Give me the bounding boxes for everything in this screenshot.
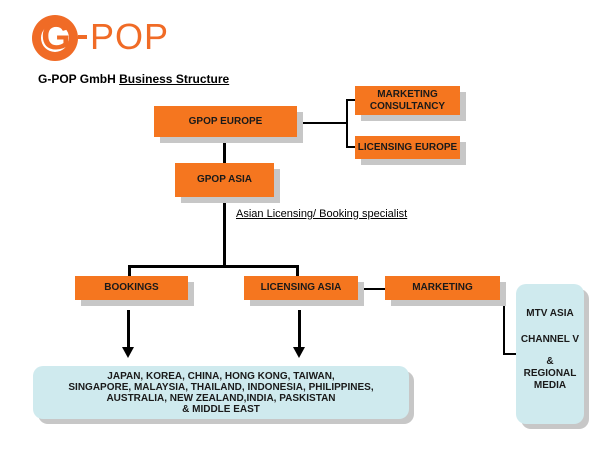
connector-europe-asia [223, 136, 226, 164]
connector-to-bookings [128, 265, 131, 277]
territories-line3: AUSTRALIA, NEW ZEALAND,INDIA, PASKISTAN [106, 393, 336, 404]
connector-marketing-right [500, 288, 505, 290]
node-licensing-europe: LICENSING EUROPE [355, 136, 460, 159]
territories-line4: & MIDDLE EAST [182, 404, 260, 415]
media-channel-v: CHANNEL V [520, 334, 580, 345]
connector-asia-trunk [223, 196, 226, 266]
logo-wordmark: POP [90, 16, 170, 57]
logo-letter: G [41, 16, 71, 58]
node-marketing-consultancy: MARKETING CONSULTANCY [355, 86, 460, 115]
media-box: MTV ASIA CHANNEL V & REGIONAL MEDIA [516, 284, 584, 424]
logo-ring [32, 15, 78, 61]
node-marketing: MARKETING [385, 276, 500, 300]
connector-to-media [503, 353, 517, 355]
arrow-licensing-shaft [298, 310, 301, 348]
media-regional-line1: REGIONAL [523, 368, 577, 379]
title-prefix: G-POP GmbH [38, 72, 120, 86]
arrow-bookings-shaft [127, 310, 130, 348]
arrow-bookings-head [122, 347, 134, 358]
node-bookings: BOOKINGS [75, 276, 188, 300]
media-regional-line2: MEDIA [533, 380, 567, 391]
connector-licensing-marketing [359, 288, 385, 290]
connector-branch-horizontal [128, 265, 299, 268]
connector-right-vertical [346, 99, 348, 147]
page-title: G-POP GmbH Business Structure [38, 72, 229, 86]
media-mtv-asia: MTV ASIA [526, 308, 574, 319]
marketing-consultancy-line2: CONSULTANCY [369, 100, 446, 112]
specialist-annotation: Asian Licensing/ Booking specialist [236, 208, 408, 220]
territories-box: JAPAN, KOREA, CHINA, HONG KONG, TAIWAN, … [33, 366, 409, 419]
node-gpop-asia: GPOP ASIA [175, 163, 274, 197]
territories-line1: JAPAN, KOREA, CHINA, HONG KONG, TAIWAN, [107, 371, 335, 382]
logo-dash [78, 35, 87, 39]
territories-line2: SINGAPORE, MALAYSIA, THAILAND, INDONESIA… [68, 382, 374, 393]
connector-to-licensing-europe [346, 146, 356, 148]
connector-to-licensing-asia [296, 265, 299, 277]
media-ampersand: & [546, 356, 554, 367]
node-gpop-europe: GPOP EUROPE [154, 106, 297, 137]
title-underlined: Business Structure [119, 72, 230, 86]
connector-europe-right [297, 122, 347, 124]
connector-marketing-down [503, 288, 505, 354]
connector-to-marketing-consultancy [346, 99, 356, 101]
marketing-consultancy-line1: MARKETING [377, 88, 438, 100]
arrow-licensing-head [293, 347, 305, 358]
node-licensing-asia: LICENSING ASIA [244, 276, 358, 300]
